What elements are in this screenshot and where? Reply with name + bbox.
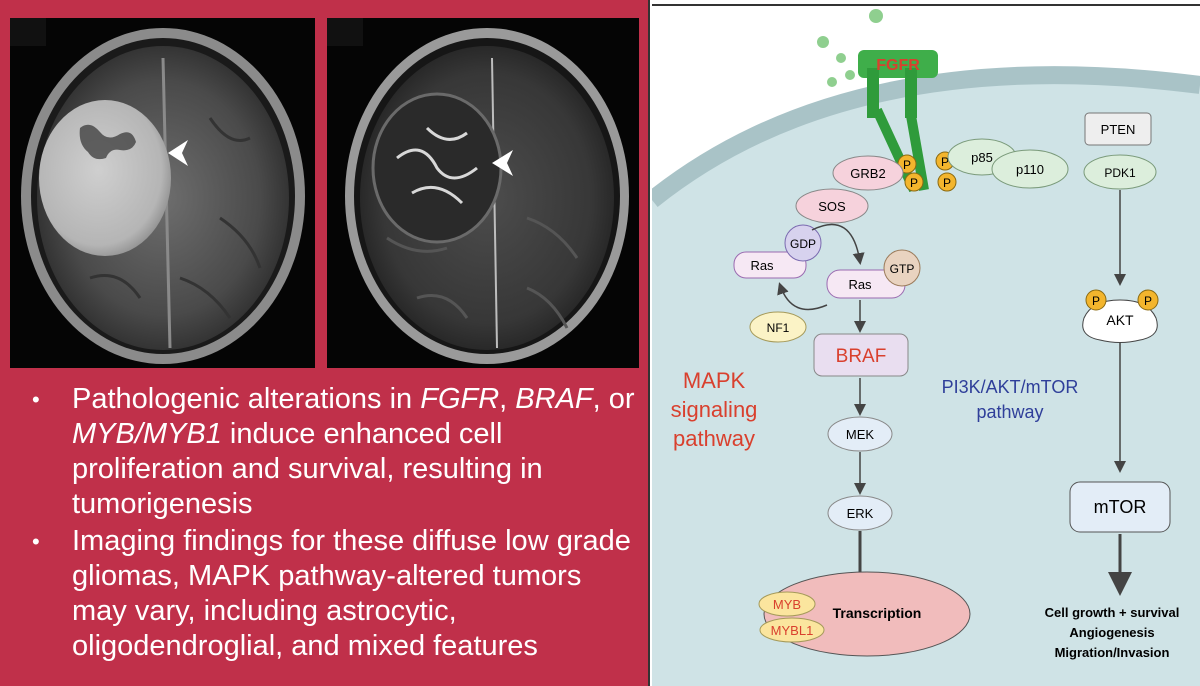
nf1-node (749, 311, 807, 343)
transcription-label: Transcription (833, 605, 922, 621)
fgfr-label: FGFR (876, 57, 920, 74)
bullet-dot: • (32, 529, 40, 554)
myb-node (758, 591, 816, 617)
bullet-item-alterations: • Pathologenic alterations in FGFR, BRAF… (28, 382, 638, 522)
image-label-box (10, 18, 46, 46)
erk-label: ERK (847, 506, 874, 521)
ligand-dot (836, 53, 846, 63)
mapk-label-line: signaling (671, 397, 758, 422)
ras-active-label: Ras (848, 277, 872, 292)
image-label-box (327, 18, 363, 46)
bullet-item-imaging: • Imaging findings for these diffuse low… (28, 524, 638, 664)
ligand-dot (869, 9, 883, 23)
mybl1-node (759, 617, 825, 643)
sos-label: SOS (818, 199, 846, 214)
ligand-dot (845, 70, 855, 80)
p110-node (991, 149, 1069, 189)
grb2-node (832, 155, 904, 191)
bullet-text: Imaging findings for these diffuse low g… (72, 525, 631, 662)
erk-node (827, 495, 893, 531)
p85-label: p85 (971, 150, 993, 165)
bullet-list: • Pathologenic alterations in FGFR, BRAF… (28, 382, 638, 666)
p110-label: p110 (1016, 162, 1044, 177)
gdp-label: GDP (790, 237, 816, 251)
mri-flair-image (10, 18, 315, 368)
phospho-label: P (1092, 294, 1100, 308)
ras-inactive-node (733, 251, 807, 279)
braf-label: BRAF (836, 346, 887, 367)
nf1-label: NF1 (767, 321, 790, 335)
gene-myb: MYB/MYB1 (72, 418, 222, 450)
brain-mri-flair (21, 28, 305, 364)
cell-body (652, 75, 1200, 686)
myb-label: MYB (773, 597, 801, 612)
braf-node (813, 333, 909, 377)
pdk1-node (1083, 154, 1157, 190)
pi3k-label-line: PI3K/AKT/mTOR (942, 377, 1079, 397)
gene-fgfr: FGFR (420, 383, 500, 415)
phospho-label: P (943, 176, 951, 190)
gene-braf: BRAF (515, 383, 593, 415)
ligand-dot (827, 77, 837, 87)
grb2-label: GRB2 (850, 166, 885, 181)
bullet-text: , (499, 383, 516, 415)
cell-membrane (652, 66, 1200, 208)
mtor-label: mTOR (1094, 497, 1147, 517)
phospho-label: P (903, 158, 911, 172)
phospho-label: P (910, 176, 918, 190)
bullet-text: Pathologenic alterations in (72, 383, 421, 415)
ligand-dot (817, 36, 829, 48)
gdp-node (784, 224, 822, 262)
mapk-label-line: MAPK (683, 368, 746, 393)
outcome-label: Angiogenesis (1069, 625, 1154, 640)
ras-inactive-label: Ras (750, 258, 774, 273)
gtp-node (883, 249, 921, 287)
akt-label: AKT (1106, 312, 1134, 328)
mek-node (827, 416, 893, 452)
phospho-label: P (941, 155, 949, 169)
pten-label: PTEN (1101, 122, 1136, 137)
mapk-label-line: pathway (673, 426, 755, 451)
pathway-diagram: FGFR P P P P GRB2 SOS Ras GDP Ras GTP NF… (652, 0, 1200, 686)
mybl1-label: MYBL1 (771, 623, 814, 638)
arrowhead-marker (492, 150, 513, 176)
outcome-label: Cell growth + survival (1045, 605, 1180, 620)
pten-node (1084, 112, 1152, 146)
bullet-text: induce enhanced cell proliferation and s… (72, 418, 543, 520)
mri-t1-contrast-image (327, 18, 639, 368)
bullet-dot: • (32, 387, 40, 412)
signaling-diagram-svg: FGFR P P P P GRB2 SOS Ras GDP Ras GTP NF… (652, 0, 1200, 686)
phospho-label: P (1144, 294, 1152, 308)
slide-left-panel: • Pathologenic alterations in FGFR, BRAF… (0, 0, 650, 686)
sos-node (795, 188, 869, 224)
mtor-node (1069, 481, 1171, 533)
outcome-label: Migration/Invasion (1055, 645, 1170, 660)
arrowhead-marker (168, 140, 188, 166)
brain-mri-t1 (345, 28, 629, 364)
akt-node (1082, 299, 1158, 343)
gtp-label: GTP (890, 262, 915, 276)
mek-label: MEK (846, 427, 875, 442)
pi3k-label-line: pathway (976, 402, 1043, 422)
pdk1-label: PDK1 (1104, 166, 1136, 180)
bullet-text: , or (592, 383, 635, 415)
